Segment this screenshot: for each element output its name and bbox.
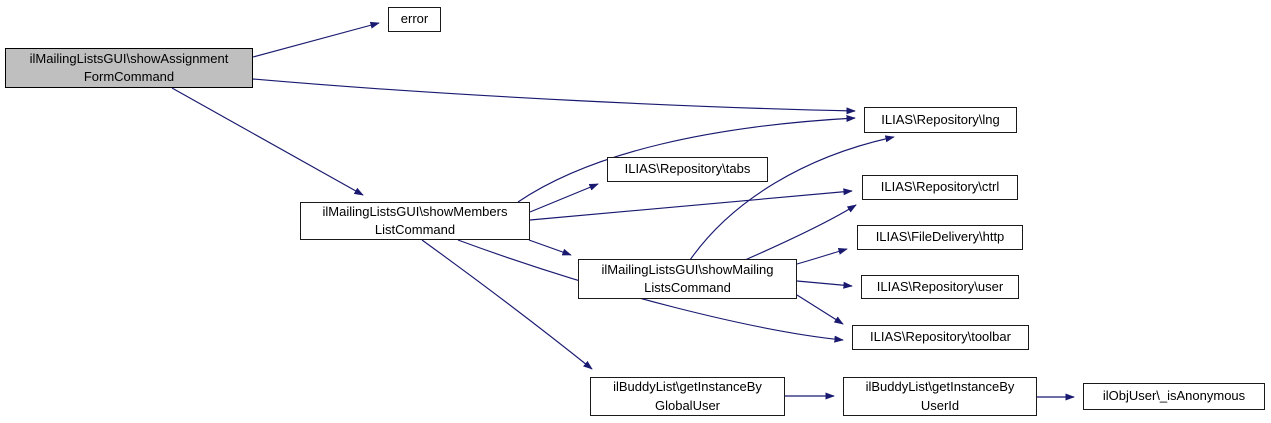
node-error[interactable]: error <box>388 7 441 32</box>
edge-members-to-mailing <box>528 239 572 256</box>
edge-members-to-lng <box>517 114 856 203</box>
node-ilias-filedelivery-http[interactable]: ILIAS\FileDelivery\http <box>857 225 1023 250</box>
node-show-assignment-form-command[interactable]: ilMailingListsGUI\showAssignment FormCom… <box>5 48 253 88</box>
edge-mailing-to-ctrl <box>744 204 857 261</box>
node-ilias-repository-user[interactable]: ILIAS\Repository\user <box>861 275 1019 299</box>
edge-assignment-to-members <box>171 87 364 196</box>
edge-assignment-to-error <box>252 21 380 58</box>
node-ilias-repository-tabs[interactable]: ILIAS\Repository\tabs <box>607 157 768 182</box>
edge-members-to-tabs <box>529 183 599 213</box>
node-ilbuddylist-getinstancebyuserid[interactable]: ilBuddyList\getInstanceBy UserId <box>843 377 1037 416</box>
edge-mailing-to-http <box>796 247 848 265</box>
edge-members-to-globaluser <box>421 239 593 370</box>
edge-mailing-to-lng <box>689 135 895 261</box>
edge-assignment-to-lng <box>252 78 856 115</box>
node-ilias-repository-toolbar[interactable]: ILIAS\Repository\toolbar <box>852 325 1029 350</box>
node-show-mailing-lists-command[interactable]: ilMailingListsGUI\showMailing ListsComma… <box>578 259 797 299</box>
edge-members-to-ctrl <box>529 188 853 221</box>
node-ilias-repository-lng[interactable]: ILIAS\Repository\lng <box>864 107 1017 133</box>
node-ilbuddylist-getinstancebyglobaluser[interactable]: ilBuddyList\getInstanceBy GlobalUser <box>590 377 785 416</box>
edge-mailing-to-toolbar <box>796 294 844 325</box>
edge-mailing-to-user <box>796 280 853 289</box>
node-ilias-repository-ctrl[interactable]: ILIAS\Repository\ctrl <box>862 175 1018 200</box>
node-show-members-list-command[interactable]: ilMailingListsGUI\showMembers ListComman… <box>300 202 530 240</box>
node-ilobjuser-isanonymous[interactable]: ilObjUser\_isAnonymous <box>1083 383 1265 410</box>
edge-members-to-toolbar <box>457 239 844 343</box>
